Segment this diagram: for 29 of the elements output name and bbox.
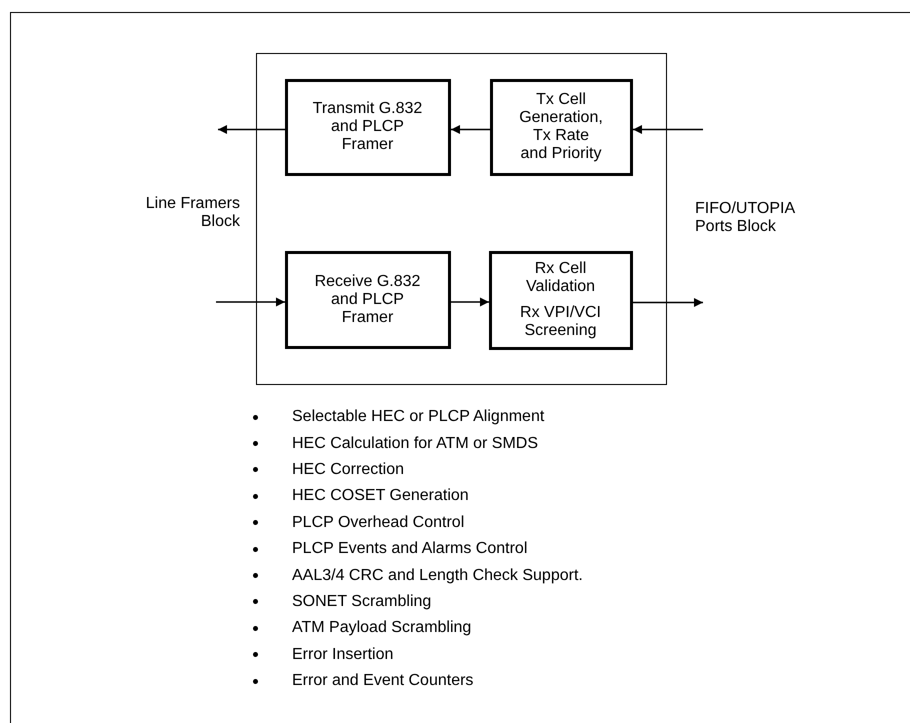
arrow [451, 298, 489, 306]
feature-item: HEC COSET Generation [292, 486, 469, 506]
port-label: Line Framers Block [144, 195, 240, 231]
block-label: Tx Cell Generation, Tx Rate and Priority [518, 91, 604, 163]
arrow [633, 125, 703, 134]
function-block [488, 250, 632, 350]
function-block [490, 78, 632, 176]
function-block [284, 78, 450, 176]
block-label: Transmit G.832 and PLCP Framer [312, 100, 424, 154]
arrow [451, 125, 490, 134]
feature-item: HEC Correction [292, 460, 404, 480]
arrow [633, 298, 703, 307]
feature-item: AAL3/4 CRC and Length Check Support. [292, 566, 583, 586]
feature-item: SONET Scrambling [292, 592, 432, 612]
arrow [218, 125, 285, 134]
block-label: Receive G.832 and PLCP Framer [314, 272, 422, 326]
feature-item: HEC Calculation for ATM or SMDS [292, 434, 538, 454]
function-block [284, 250, 450, 348]
feature-item: Error and Event Counters [292, 671, 474, 692]
feature-item: PLCP Overhead Control [292, 512, 464, 533]
feature-item: ATM Payload Scrambling [292, 618, 472, 638]
feature-item: PLCP Events and Alarms Control [292, 539, 528, 560]
feature-item: Error Insertion [292, 644, 394, 665]
arrow [216, 298, 285, 306]
feature-item: Selectable HEC or PLCP Alignment [292, 407, 544, 428]
block-label: Rx Cell Validation [524, 260, 596, 296]
module-box [256, 53, 667, 385]
port-label: FIFO/UTOPIA Ports Block [695, 200, 796, 236]
block-label: Rx VPI/VCI Screening [519, 304, 602, 340]
